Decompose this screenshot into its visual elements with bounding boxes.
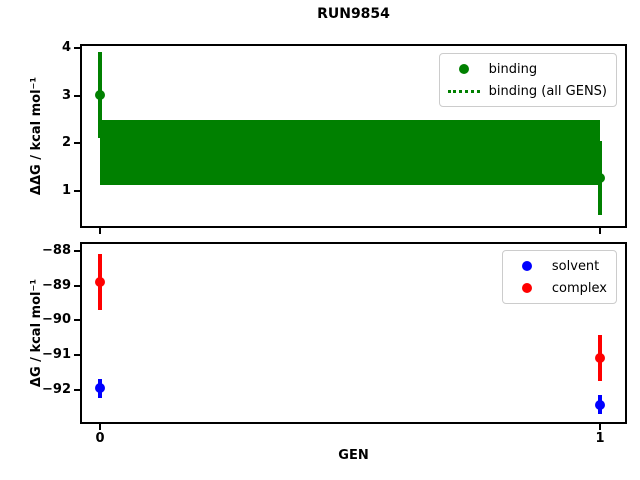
- blue-dot-icon: [521, 261, 532, 271]
- legend-label-complex: complex: [551, 280, 607, 296]
- bottom-axes-y-tick-label: −88: [42, 242, 71, 258]
- top-axes-x-tick: [599, 228, 601, 234]
- bottom-axes-x-tick-label: 0: [95, 431, 105, 446]
- x-axis-label: GEN: [338, 448, 369, 463]
- bottom-axes-y-tick: [74, 354, 80, 357]
- top-axes-border: [80, 44, 627, 228]
- confidence-band-binding-all-gens-: [100, 120, 600, 186]
- legend-label-solvent: solvent: [551, 258, 600, 274]
- data-point-complex-gen0: [95, 277, 105, 288]
- bottom-axes-y-tick: [74, 249, 80, 252]
- green-dotted-line-icon: [447, 89, 480, 93]
- data-point-solvent-gen0: [95, 383, 105, 394]
- bottom-axes-y-tick: [74, 388, 80, 391]
- bottom-axes-border: [80, 242, 627, 424]
- bottom-axes-y-tick-label: −89: [42, 277, 71, 293]
- bottom-axes-y-tick-label: −90: [42, 312, 71, 328]
- top-axes-y-tick: [74, 46, 80, 49]
- legend-binding: binding binding (all GENS): [438, 53, 617, 107]
- bottom-axes-y-tick-label: −91: [42, 347, 71, 363]
- top-axes-y-tick: [74, 190, 80, 193]
- bottom-axes-y-tick: [74, 284, 80, 287]
- top-axes-y-tick: [74, 142, 80, 145]
- legend-label-binding: binding: [488, 61, 538, 77]
- top-axes-x-tick: [99, 228, 101, 234]
- green-dot-icon: [458, 64, 469, 74]
- top-axes-y-tick-label: 2: [61, 135, 71, 151]
- binding-all-gens-line-icon: [447, 89, 481, 93]
- bottom-axes-y-tick-label: −92: [42, 381, 71, 397]
- bottom-axes-y-tick: [74, 319, 80, 322]
- data-point-solvent-gen1: [595, 399, 605, 410]
- legend-entry-solvent: solvent: [510, 256, 607, 276]
- complex-dot-icon: [510, 283, 544, 293]
- legend-entry-complex: complex: [510, 278, 607, 298]
- bottom-axes-x-tick: [99, 424, 101, 430]
- solvent-dot-icon: [510, 261, 544, 271]
- legend-entry-binding-all-gens: binding (all GENS): [447, 81, 607, 101]
- binding-dot-icon: [447, 64, 481, 74]
- legend-entry-binding: binding: [447, 59, 607, 79]
- bottom-axes-x-tick: [599, 424, 601, 430]
- top-axes-y-tick-label: 4: [61, 39, 71, 55]
- figure-title: RUN9854: [317, 6, 390, 22]
- top-axes-y-tick: [74, 94, 80, 97]
- top-axes-y-tick-label: 3: [61, 87, 71, 103]
- legend-solvent-complex: solvent complex: [501, 250, 617, 304]
- data-point-binding-gen1: [595, 173, 605, 184]
- top-axes-y-tick-label: 1: [61, 183, 71, 199]
- bottom-axes-x-tick-label: 1: [595, 431, 605, 446]
- red-dot-icon: [521, 283, 532, 293]
- data-point-binding-gen0: [95, 89, 105, 100]
- legend-label-binding-all-gens: binding (all GENS): [488, 83, 607, 99]
- data-point-complex-gen1: [595, 352, 605, 363]
